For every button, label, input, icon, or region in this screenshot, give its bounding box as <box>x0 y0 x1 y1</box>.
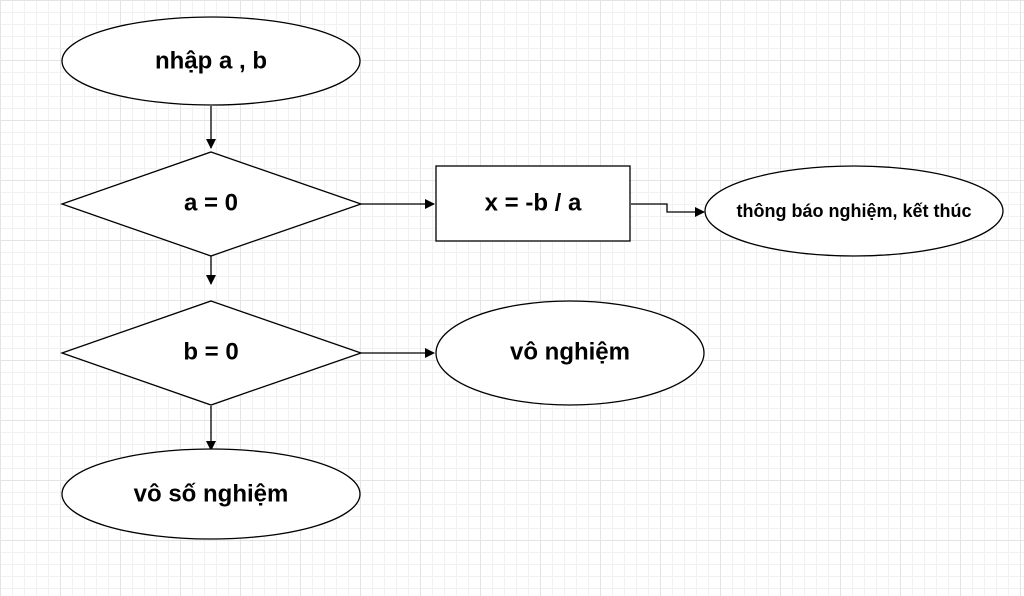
node-report[interactable]: thông báo nghiệm, kết thúc <box>704 165 1004 257</box>
node-compute-label: x = -b / a <box>485 190 582 217</box>
node-report-label: thông báo nghiệm, kết thúc <box>737 201 972 221</box>
node-no-solution-label: vô nghiệm <box>510 339 630 366</box>
node-cond-a-label: a = 0 <box>184 190 238 217</box>
node-input-label: nhập a , b <box>155 48 267 75</box>
node-infinite-solutions-label: vô số nghiệm <box>134 481 289 508</box>
node-cond-a[interactable]: a = 0 <box>60 151 363 257</box>
edge-compute-to-report <box>631 203 705 217</box>
node-infinite-solutions[interactable]: vô số nghiệm <box>61 448 361 540</box>
node-cond-b-label: b = 0 <box>183 339 238 366</box>
node-compute[interactable]: x = -b / a <box>435 165 631 242</box>
node-input[interactable]: nhập a , b <box>61 16 361 106</box>
node-cond-b[interactable]: b = 0 <box>60 300 363 406</box>
node-no-solution[interactable]: vô nghiệm <box>435 300 705 406</box>
